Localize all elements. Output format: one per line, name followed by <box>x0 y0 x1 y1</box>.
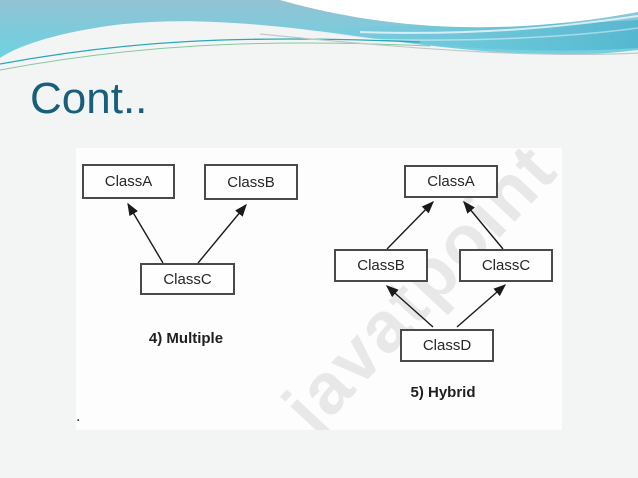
arrow-classc-to-classb <box>197 203 247 264</box>
hybrid-caption: 5) Hybrid <box>410 384 476 401</box>
multiple-node-classc: ClassC <box>140 263 235 295</box>
arrow-classd-to-classc <box>456 284 507 328</box>
inheritance-arrows <box>127 200 507 328</box>
hybrid-node-classb: ClassB <box>334 249 428 282</box>
arrow-classb-to-classa <box>386 200 434 250</box>
hybrid-node-classa: ClassA <box>404 165 498 198</box>
slide-title: Cont.. <box>30 74 148 123</box>
multiple-node-classb: ClassB <box>204 164 298 200</box>
diagram-panel: javatpoint ClassA ClassB ClassC 4) Multi… <box>76 148 562 430</box>
arrow-classd-to-classb <box>385 285 434 328</box>
multiple-node-classa: ClassA <box>82 164 175 199</box>
hybrid-node-classd: ClassD <box>400 329 494 362</box>
header-wave-decoration <box>0 0 638 71</box>
arrow-classc-to-classa-hybrid <box>463 200 504 250</box>
arrow-classc-to-classa <box>127 202 164 264</box>
hybrid-node-classc: ClassC <box>459 249 553 282</box>
multiple-caption: 4) Multiple <box>148 330 224 347</box>
stray-period: . <box>76 408 81 425</box>
